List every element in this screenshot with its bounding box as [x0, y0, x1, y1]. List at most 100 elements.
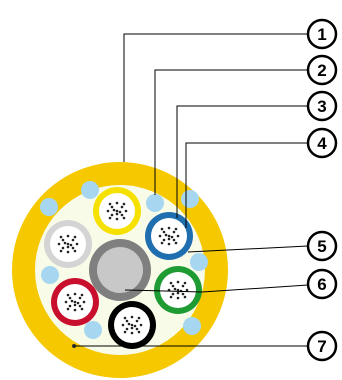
loose-tubes	[44, 187, 202, 349]
callout-number: 1	[317, 25, 326, 44]
fiber-dot	[169, 295, 173, 299]
callout-number: 7	[317, 337, 326, 356]
fiber-dot	[73, 303, 77, 307]
fiber-dot	[75, 242, 79, 246]
fiber-dot	[139, 323, 143, 327]
fiber-dot	[181, 284, 185, 288]
fiber-dot	[160, 241, 164, 245]
fiber-dot	[57, 242, 61, 246]
fiber-dot	[66, 234, 70, 238]
callout-6: 6	[306, 268, 338, 300]
leader-line	[176, 105, 308, 218]
loose-tube	[44, 220, 92, 268]
fiber-dot	[162, 230, 166, 234]
loose-tube	[51, 278, 99, 326]
fiber-dot	[59, 235, 63, 239]
fiber-dot	[158, 234, 162, 238]
callout-5: 5	[306, 230, 338, 262]
leader-lines	[74, 33, 309, 347]
fiber-dot	[172, 230, 176, 234]
fiber-dot	[66, 250, 70, 254]
fiber-dot	[110, 213, 114, 217]
fiber-dot	[167, 242, 171, 246]
fiber-dot	[78, 296, 82, 300]
fiber-dot	[176, 288, 180, 292]
callout-circle	[306, 18, 338, 50]
fiber-dot	[174, 241, 178, 245]
fiber-dot	[130, 326, 134, 330]
fiber-dot	[63, 241, 67, 245]
callout-circle	[306, 54, 338, 86]
fiber-dot	[125, 327, 129, 331]
fiber-dot	[80, 293, 84, 297]
callout-4: 4	[306, 127, 338, 159]
fiber-dot	[176, 234, 180, 238]
fiber-dot	[66, 242, 70, 246]
fiber-dot	[64, 300, 68, 304]
loose-tube	[108, 301, 156, 349]
fiber-dot	[73, 292, 77, 296]
fiber-dot	[118, 210, 122, 214]
water-blocking-dot	[81, 181, 99, 199]
fiber-dot	[130, 315, 134, 319]
fiber-dot	[174, 227, 178, 231]
water-blocking-dot	[190, 253, 208, 271]
fiber-dot	[122, 216, 126, 220]
fiber-dot	[115, 209, 119, 213]
leader-line	[187, 245, 309, 253]
fiber-dot	[130, 331, 134, 335]
fiber-dot	[82, 300, 86, 304]
fiber-dot	[173, 287, 177, 291]
fiber-dot	[172, 238, 176, 242]
fiber-dot	[125, 319, 129, 323]
water-blocking-dot	[84, 321, 102, 339]
fiber-dot	[115, 201, 119, 205]
fiber-dot	[183, 281, 187, 285]
loose-tube	[154, 266, 202, 314]
callout-number: 4	[317, 134, 327, 153]
callout-circle	[306, 330, 338, 362]
fiber-dot	[108, 202, 112, 206]
fiber-dot	[123, 330, 127, 334]
callout-circle	[306, 127, 338, 159]
fiber-dot	[162, 238, 166, 242]
fiber-dot	[76, 301, 80, 305]
fiber-dot	[106, 209, 110, 213]
fiber-dot	[185, 288, 189, 292]
fiber-dot	[176, 296, 180, 300]
fiber-dot	[176, 280, 180, 284]
fiber-dot	[73, 308, 77, 312]
fiber-dot	[133, 324, 137, 328]
callout-number: 3	[317, 97, 326, 116]
fiber-dot	[66, 245, 70, 249]
fiber-dot	[137, 330, 141, 334]
fiber-dot	[68, 296, 72, 300]
callout-circle	[306, 268, 338, 300]
fiber-dot	[171, 284, 175, 288]
fiber-dot	[78, 304, 82, 308]
fiber-dot	[61, 238, 65, 242]
fiber-dot	[66, 293, 70, 297]
callout-number: 2	[317, 61, 326, 80]
fiber-dot	[73, 249, 77, 253]
callout-1: 1	[306, 18, 338, 50]
fiber-dot	[170, 235, 174, 239]
fiber-dot	[68, 304, 72, 308]
fiber-dot	[121, 323, 125, 327]
fiber-dot	[59, 249, 63, 253]
fiber-dot	[181, 292, 185, 296]
fiber-dot	[167, 237, 171, 241]
callout-circle	[306, 230, 338, 262]
fiber-dot	[112, 208, 116, 212]
fiber-dot	[120, 213, 124, 217]
fiber-dot	[115, 212, 119, 216]
leader-line	[154, 69, 308, 195]
fiber-dot	[108, 216, 112, 220]
fiber-dot	[70, 299, 74, 303]
water-blocking-dot	[41, 266, 59, 284]
water-blocking-dot	[181, 190, 199, 208]
fiber-dot	[169, 281, 173, 285]
fiber-dot	[61, 246, 65, 250]
fiber-dot	[115, 217, 119, 221]
